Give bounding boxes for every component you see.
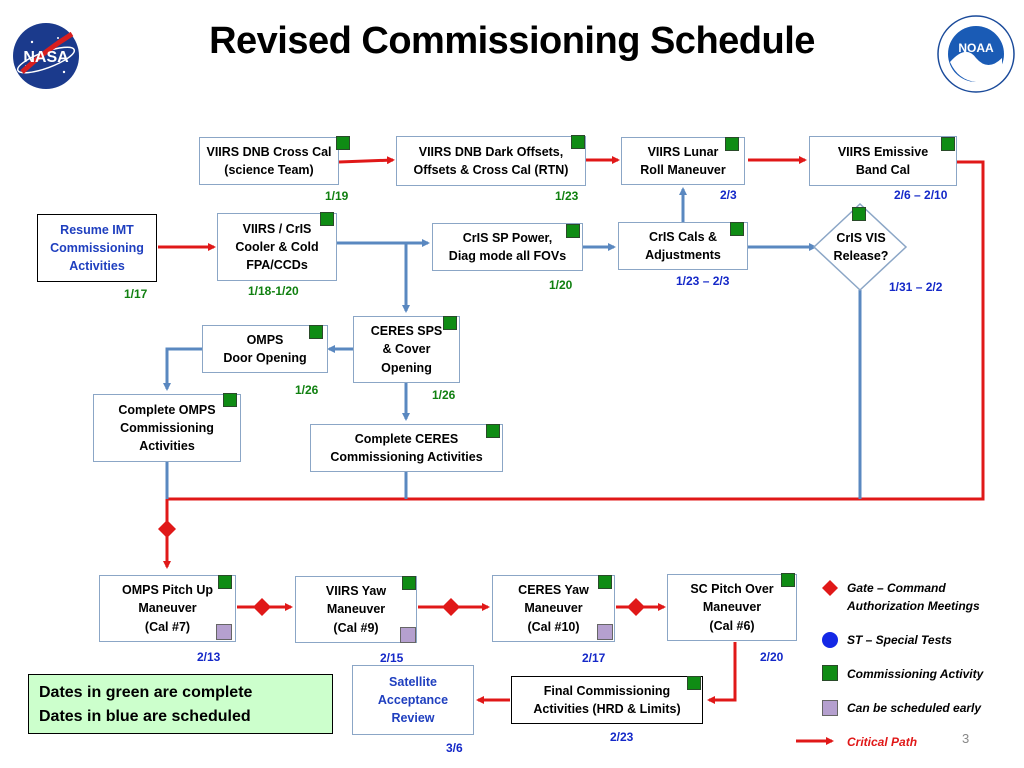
critical-path-sc-to-final — [707, 642, 737, 704]
critical-path-dnbcross-to-dark — [338, 156, 395, 165]
box-viirs-dnb-dark-offsets: VIIRS DNB Dark Offsets, Offsets & Cross … — [396, 136, 586, 186]
gate-diamond-1 — [158, 520, 176, 538]
commissioning-square-lunar — [725, 137, 739, 151]
date-cris-cals: 1/23 – 2/3 — [676, 274, 730, 288]
svg-text:NASA: NASA — [23, 49, 69, 66]
note-line-scheduled: Dates in blue are scheduled — [39, 708, 251, 725]
legend-commissioning-label: Commissioning Activity — [847, 667, 984, 681]
commissioning-square-ceres-yaw — [598, 575, 612, 589]
date-cris-sp: 1/20 — [549, 278, 573, 292]
box-final-commissioning: Final Commissioning Activities (HRD & Li… — [511, 676, 703, 724]
commissioning-square-omps-door — [309, 325, 323, 339]
legend-early-square — [822, 700, 838, 716]
commissioning-square-cris-cals — [730, 222, 744, 236]
legend-gate-label: Gate – Command Authorization Meetings — [847, 581, 980, 613]
date-color-note: Dates in green are complete Dates in blu… — [28, 674, 333, 734]
decision-diamond-cris-vis — [812, 202, 908, 292]
gate-diamond-4 — [627, 598, 645, 616]
gate-diamond-3 — [442, 598, 460, 616]
svg-text:NOAA: NOAA — [958, 41, 994, 55]
note-line-complete: Dates in green are complete — [39, 684, 253, 701]
commissioning-square-dnb-cross — [336, 136, 350, 150]
commissioning-square-cooler — [320, 212, 334, 226]
date-dnb-dark: 1/23 — [555, 189, 579, 203]
flow-omps-door-to-complete — [163, 347, 202, 391]
box-complete-ceres: Complete CERES Commissioning Activities — [310, 424, 503, 472]
date-satellite: 3/6 — [446, 741, 463, 755]
legend-critical-label: Critical Path — [847, 735, 918, 749]
date-omps-door: 1/26 — [295, 383, 319, 397]
box-omps-door-opening: OMPS Door Opening — [202, 325, 328, 373]
commissioning-square-sc-pitch — [781, 573, 795, 587]
commissioning-square-cris-sp — [566, 224, 580, 238]
date-lunar: 2/3 — [720, 188, 737, 202]
box-satellite-acceptance-review: Satellite Acceptance Review — [352, 665, 474, 735]
page-number: 3 — [962, 731, 970, 746]
box-viirs-lunar-roll: VIIRS Lunar Roll Maneuver — [621, 137, 745, 185]
date-omps-pitch: 2/13 — [197, 650, 221, 664]
date-cris-vis: 1/31 – 2/2 — [889, 280, 943, 294]
noaa-logo: NOAA — [936, 14, 1016, 94]
date-ceres-sps: 1/26 — [432, 388, 456, 402]
date-viirs-yaw: 2/15 — [380, 651, 404, 665]
box-viirs-cris-cooler: VIIRS / CrIS Cooler & Cold FPA/CCDs — [217, 213, 337, 281]
box-omps-pitch-up: OMPS Pitch Up Maneuver (Cal #7) — [99, 575, 236, 642]
box-cris-cals-adjustments: CrIS Cals & Adjustments — [618, 222, 748, 270]
date-cooler: 1/18-1/20 — [248, 284, 299, 298]
commissioning-square-viirs-yaw — [402, 576, 416, 590]
early-square-ceres-yaw — [597, 624, 613, 640]
box-resume-imt: Resume IMT Commissioning Activities — [37, 214, 157, 282]
date-sc-pitch: 2/20 — [760, 650, 784, 664]
commissioning-square-ceres-sps — [443, 316, 457, 330]
box-viirs-dnb-cross-cal: VIIRS DNB Cross Cal (science Team) — [199, 137, 339, 185]
nasa-logo: NASA — [10, 20, 82, 92]
date-emissive: 2/6 – 2/10 — [894, 188, 948, 202]
commissioning-square-cris-vis — [852, 207, 866, 221]
box-ceres-sps-cover: CERES SPS & Cover Opening — [353, 316, 460, 383]
legend-gate-diamond — [822, 580, 838, 596]
date-final: 2/23 — [610, 730, 634, 744]
date-resume: 1/17 — [124, 287, 148, 301]
commissioning-square-emissive — [941, 137, 955, 151]
box-complete-omps: Complete OMPS Commissioning Activities — [93, 394, 241, 462]
box-viirs-emissive-band-cal: VIIRS Emissive Band Cal — [809, 136, 957, 186]
box-viirs-yaw: VIIRS Yaw Maneuver (Cal #9) — [295, 576, 417, 643]
legend-commissioning-square — [822, 665, 838, 681]
legend-early-label: Can be scheduled early — [847, 701, 982, 715]
box-ceres-yaw: CERES Yaw Maneuver (Cal #10) — [492, 575, 615, 642]
date-ceres-yaw: 2/17 — [582, 651, 606, 665]
commissioning-square-dnb-dark — [571, 135, 585, 149]
commissioning-square-complete-ceres — [486, 424, 500, 438]
legend-special-test-circle — [822, 632, 838, 648]
early-square-omps-pitch — [216, 624, 232, 640]
box-cris-vis-release: CrIS VIS Release? — [833, 230, 889, 263]
box-sc-pitch-over: SC Pitch Over Maneuver (Cal #6) — [667, 574, 797, 641]
commissioning-square-omps-pitch — [218, 575, 232, 589]
commissioning-square-complete-omps — [223, 393, 237, 407]
box-cris-sp-power: CrIS SP Power, Diag mode all FOVs — [432, 223, 583, 271]
early-square-viirs-yaw — [400, 627, 416, 643]
gate-diamond-2 — [253, 598, 271, 616]
commissioning-square-final — [687, 676, 701, 690]
legend-special-label: ST – Special Tests — [847, 633, 952, 647]
date-dnb-cross: 1/19 — [325, 189, 349, 203]
page-title: Revised Commissioning Schedule — [209, 20, 815, 62]
